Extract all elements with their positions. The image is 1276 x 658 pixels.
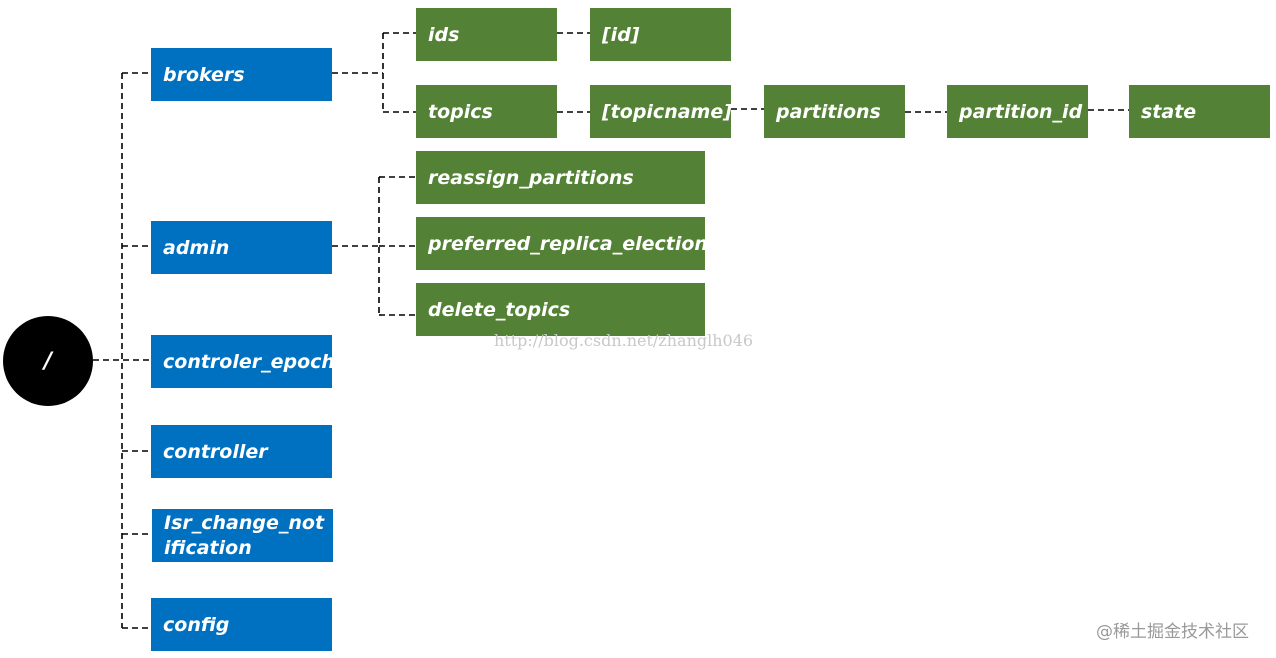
node-partitions: partitions — [764, 85, 905, 138]
node-brokers: brokers — [151, 48, 332, 101]
node-config: config — [151, 598, 332, 651]
node-topicname: [topicname] — [590, 85, 732, 138]
root-node: / — [3, 316, 93, 406]
node-isr-change-notification: Isr_change_notification — [152, 509, 333, 562]
watermark-text: http://blog.csdn.net/zhanglh046 — [494, 331, 754, 350]
node-reassign-partitions: reassign_partitions — [416, 151, 705, 204]
node-delete-topics: delete_topics — [416, 283, 705, 336]
node-controler-epoch: controler_epoch — [151, 335, 335, 388]
node-preferred-replica-election: preferred_replica_election — [416, 217, 708, 270]
node-ids: ids — [416, 8, 557, 61]
node-partition-id: partition_id — [947, 85, 1088, 138]
node-id: [id] — [590, 8, 731, 61]
footer-credit: @稀土掘金技术社区 — [1096, 622, 1249, 642]
node-state: state — [1129, 85, 1270, 138]
node-controller: controller — [151, 425, 332, 478]
node-topics: topics — [416, 85, 557, 138]
node-admin: admin — [151, 221, 332, 274]
